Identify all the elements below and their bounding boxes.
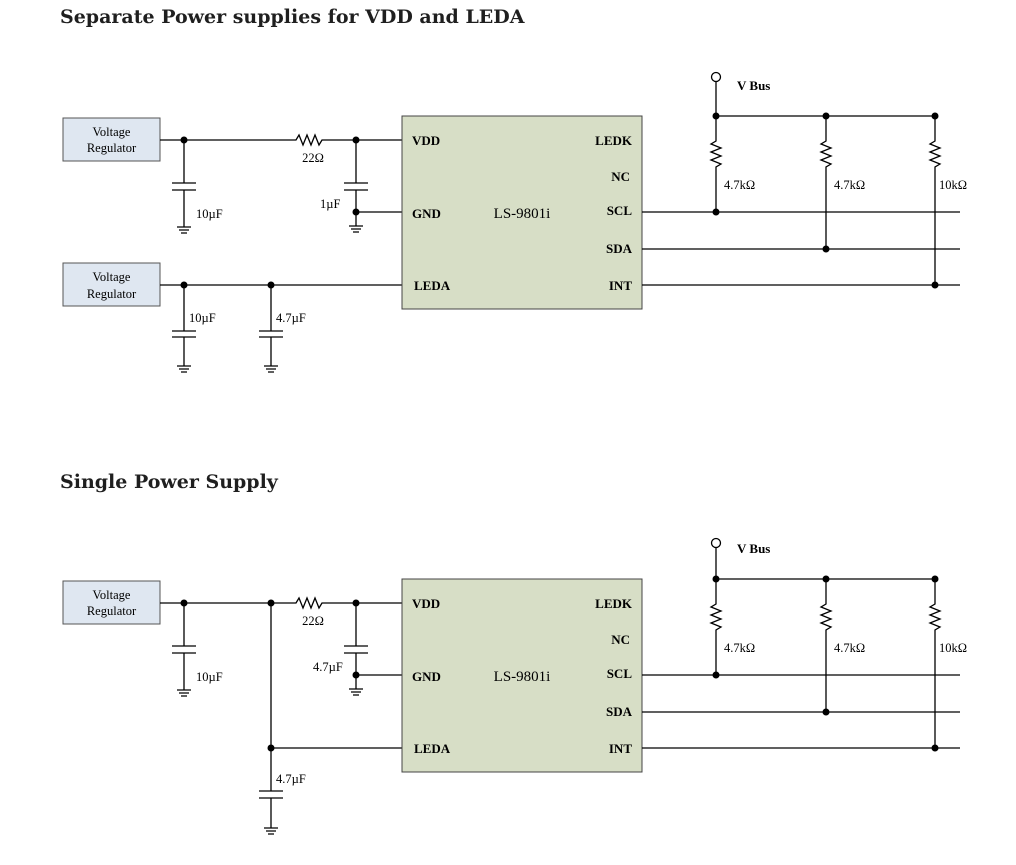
resistor-label: 22Ω xyxy=(302,614,324,628)
vbus-terminal xyxy=(710,71,722,83)
capacitor-label: 4.7µF xyxy=(276,772,306,786)
capacitor-label: 10µF xyxy=(196,670,223,684)
ic-ls9801i: LS-9801i VDD GND LEDA LEDK NC SCL SDA IN… xyxy=(401,578,643,773)
pullup-label: 4.7kΩ xyxy=(834,178,865,192)
capacitor-label: 4.7µF xyxy=(313,660,343,674)
i2c-bus xyxy=(642,208,960,289)
capacitor-label: 10µF xyxy=(189,311,216,325)
pin-scl: SCL xyxy=(607,666,633,681)
pin-sda: SDA xyxy=(606,241,633,256)
vdd-net: 22Ω xyxy=(160,133,402,165)
pin-vdd: VDD xyxy=(412,133,440,148)
capacitor-label: 10µF xyxy=(196,207,223,221)
ic-name: LS-9801i xyxy=(494,669,551,685)
pin-sda: SDA xyxy=(606,704,633,719)
voltage-regulator: Voltage Regulator xyxy=(62,580,161,625)
pin-int: INT xyxy=(609,278,632,293)
regulator-label-line1: Voltage xyxy=(93,125,131,139)
vdd-net: 22Ω xyxy=(160,596,402,628)
vbus-label: V Bus xyxy=(737,78,770,93)
regulator-label-line2: Regulator xyxy=(87,287,137,301)
capacitor-label: 4.7µF xyxy=(276,311,306,325)
diagram-single: Voltage Regulator 22Ω 10µF 4.7µF xyxy=(62,537,967,835)
pullup-label: 10kΩ xyxy=(939,641,967,655)
vbus-pullups: V Bus 4.7kΩ 4.7kΩ 10kΩ xyxy=(709,71,967,285)
ic-ls9801i: LS-9801i VDD GND LEDA LEDK NC SCL SDA IN… xyxy=(401,115,643,310)
pin-leda: LEDA xyxy=(414,278,451,293)
pin-ledk: LEDK xyxy=(595,596,633,611)
capacitor-10uf: 10µF xyxy=(172,603,223,697)
pin-int: INT xyxy=(609,741,632,756)
leda-net: 4.7µF xyxy=(259,603,402,835)
pin-leda: LEDA xyxy=(414,741,451,756)
capacitor-label: 1µF xyxy=(320,197,340,211)
leda-net: 10µF 4.7µF xyxy=(160,281,402,373)
pin-nc: NC xyxy=(611,632,630,647)
vbus-label: V Bus xyxy=(737,541,770,556)
regulator-label-line2: Regulator xyxy=(87,604,137,618)
pin-ledk: LEDK xyxy=(595,133,633,148)
junction-dot xyxy=(352,671,360,679)
regulator-label-line2: Regulator xyxy=(87,141,137,155)
pullup-label: 4.7kΩ xyxy=(724,641,755,655)
pin-gnd: GND xyxy=(412,669,441,684)
pullup-label: 10kΩ xyxy=(939,178,967,192)
i2c-bus xyxy=(642,671,960,752)
voltage-regulator-vdd: Voltage Regulator xyxy=(62,117,161,162)
voltage-regulator-leda: Voltage Regulator xyxy=(62,262,161,307)
capacitor-decouple: 1µF xyxy=(320,140,402,233)
vbus-pullups: V Bus 4.7kΩ 4.7kΩ 10kΩ xyxy=(709,537,967,748)
resistor-label: 22Ω xyxy=(302,151,324,165)
diagram-separate: Voltage Regulator Voltage Regulator 22Ω … xyxy=(62,71,967,373)
ic-name: LS-9801i xyxy=(494,206,551,222)
junction-dot xyxy=(352,208,360,216)
pullup-label: 4.7kΩ xyxy=(834,641,865,655)
pin-vdd: VDD xyxy=(412,596,440,611)
regulator-label-line1: Voltage xyxy=(93,588,131,602)
section-heading-separate: Separate Power supplies for VDD and LEDA xyxy=(60,6,525,28)
pullup-label: 4.7kΩ xyxy=(724,178,755,192)
pin-scl: SCL xyxy=(607,203,633,218)
vbus-terminal xyxy=(710,537,722,549)
pin-nc: NC xyxy=(611,169,630,184)
regulator-label-line1: Voltage xyxy=(93,270,131,284)
capacitor-10uf: 10µF xyxy=(172,140,223,234)
section-heading-single: Single Power Supply xyxy=(60,471,278,493)
pin-gnd: GND xyxy=(412,206,441,221)
capacitor-decouple: 4.7µF xyxy=(313,603,402,696)
